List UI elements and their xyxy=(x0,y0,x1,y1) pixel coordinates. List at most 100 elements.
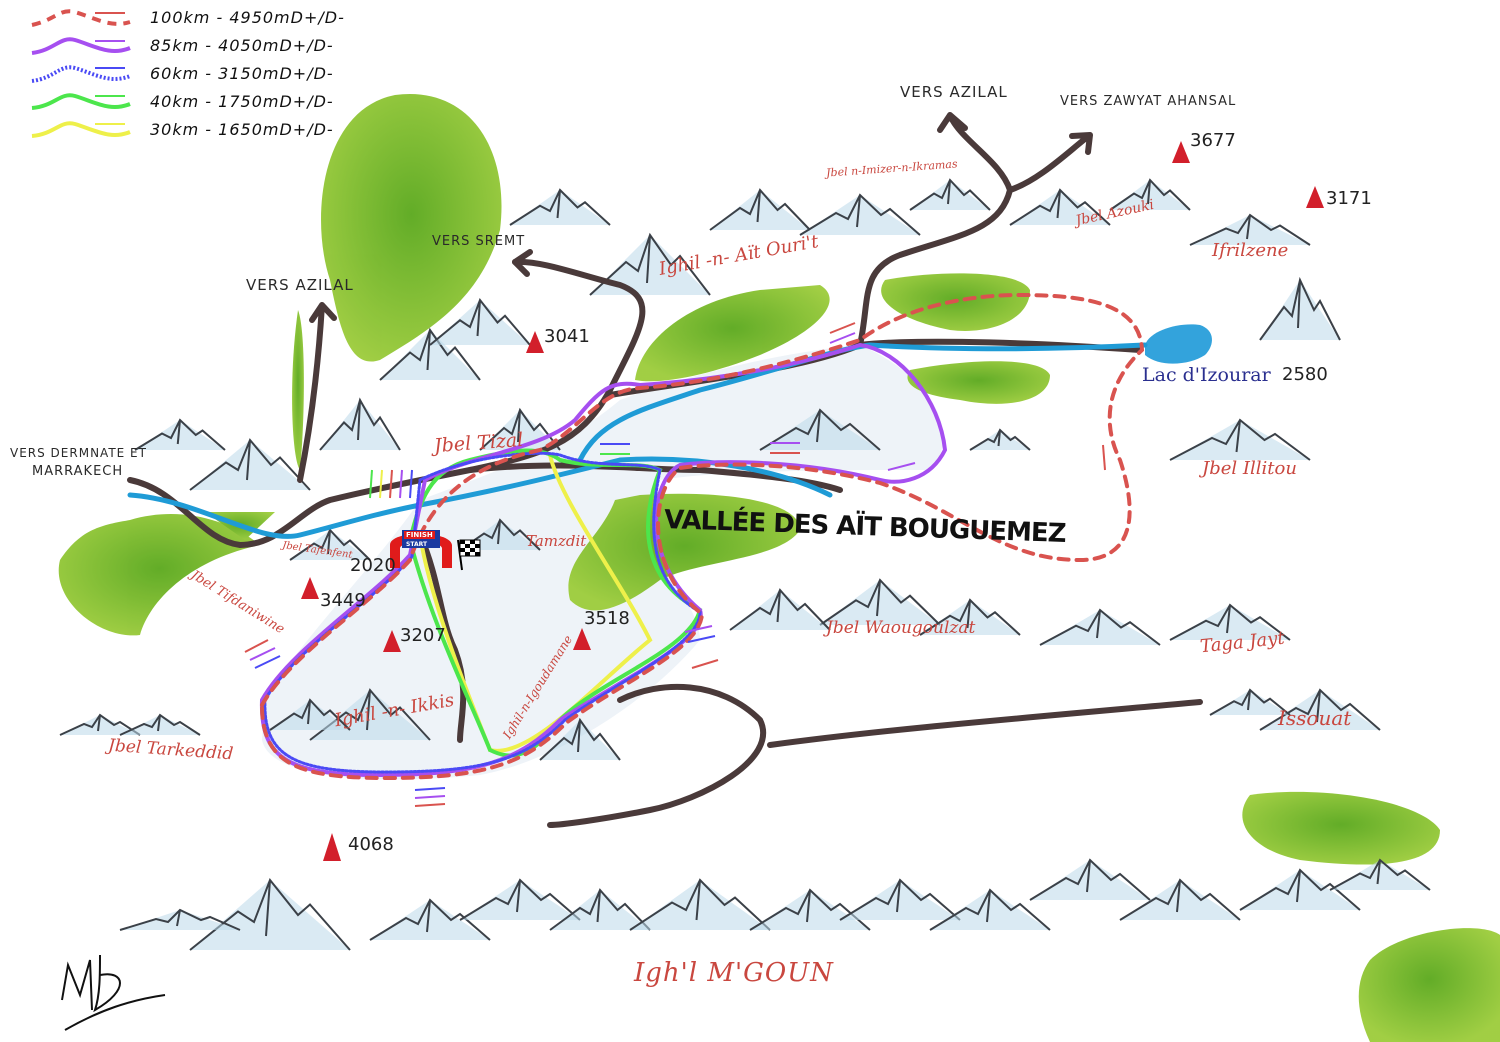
forest-north-center xyxy=(635,285,830,382)
mountain-fill xyxy=(540,720,620,760)
mountain-fill xyxy=(1260,280,1340,340)
altitude-4068: 4068 xyxy=(348,834,394,855)
direction-azilal-west: VERS AZILAL xyxy=(246,276,354,294)
mountain-fill xyxy=(460,880,580,920)
mountain-ridge xyxy=(1169,603,1291,641)
label-illitou: Jbel Illitou xyxy=(1202,458,1297,479)
mountain-fill xyxy=(1240,870,1360,910)
forest-corner xyxy=(1358,928,1500,1042)
mountain-ridge xyxy=(379,327,481,381)
mountain-fill xyxy=(135,420,225,450)
mountain-fill xyxy=(820,580,940,625)
mountains xyxy=(59,178,1431,951)
mountain-fill xyxy=(730,590,830,630)
mountain-ridge xyxy=(759,408,881,451)
mountain-ridge xyxy=(799,193,921,236)
mountain-ridge xyxy=(509,188,611,226)
mountain-fill xyxy=(630,880,770,930)
mountain-fill xyxy=(120,715,200,735)
signature-logo xyxy=(61,954,166,1031)
mountain-ridge xyxy=(269,698,351,731)
mountain-ridge xyxy=(1189,213,1311,246)
forest-strip-west xyxy=(292,310,304,470)
legend-100km: 100km - 4950mD+/D- xyxy=(150,8,345,27)
mountain-fill xyxy=(1330,860,1430,890)
mountain-fill xyxy=(760,410,880,450)
mountain-fill xyxy=(1190,215,1310,245)
mountain-ridge xyxy=(1109,178,1191,211)
summit-icon xyxy=(573,628,591,650)
mountain-ridge xyxy=(319,397,401,451)
label-ifrilzene: Ifrilzene xyxy=(1212,240,1289,261)
direction-marrakech: MARRAKECH xyxy=(32,464,124,479)
mountain-ridge xyxy=(1119,878,1241,921)
mountain-fill xyxy=(60,715,140,735)
mountain-fill xyxy=(510,190,610,225)
mountain-fill xyxy=(1260,690,1380,730)
mountain-fill xyxy=(1120,880,1240,920)
mountain-ridge xyxy=(59,713,141,736)
summit-icon xyxy=(1306,186,1324,208)
finish-label: FINISH xyxy=(404,531,435,539)
legend-40km: 40km - 1750mD+/D- xyxy=(150,92,334,111)
label-tamzdit: Tamzdit xyxy=(526,532,587,550)
mountain-fill xyxy=(1170,605,1290,640)
forest-south-east xyxy=(1242,791,1440,865)
altitude-3041: 3041 xyxy=(544,326,590,347)
mountain-ridge xyxy=(459,878,581,921)
forest-north-balloon xyxy=(321,93,502,362)
route-arrows xyxy=(244,322,1106,807)
mountain-ridge xyxy=(819,578,941,626)
lake-izourar xyxy=(1145,324,1212,364)
mountain-ridge xyxy=(309,688,431,741)
forests xyxy=(58,93,1500,1042)
mountain-ridge xyxy=(589,232,711,296)
mountain-ridge xyxy=(1259,688,1381,731)
summit-icon xyxy=(526,331,544,353)
mountain-fill xyxy=(1170,420,1310,460)
mountain-fill xyxy=(840,880,960,920)
direction-zawyat: VERS ZAWYAT AHANSAL xyxy=(1060,94,1237,109)
mountain-ridge xyxy=(1329,858,1431,891)
mountain-fill xyxy=(190,440,310,490)
mountain-fill xyxy=(590,235,710,295)
label-issouat: Issouat xyxy=(1278,706,1352,730)
mountain-fill xyxy=(1110,180,1190,210)
altitude-3171: 3171 xyxy=(1326,188,1372,209)
mountain-ridge xyxy=(729,588,831,631)
mountain-ridge xyxy=(119,713,201,736)
forest-east-2 xyxy=(907,361,1050,404)
label-mgoun: Igh'l M'GOUN xyxy=(634,958,834,988)
mountain-fill xyxy=(930,890,1050,930)
mountain-fill xyxy=(370,900,490,940)
altitude-lake: 2580 xyxy=(1282,364,1328,385)
summit-icon xyxy=(301,577,319,599)
mountain-ridge xyxy=(1039,608,1161,646)
mountain-ridge xyxy=(429,297,531,346)
mountain-fill xyxy=(320,400,400,450)
mountain-ridge xyxy=(629,878,771,931)
altitude-3207: 3207 xyxy=(400,625,446,646)
summit-icon xyxy=(1172,141,1190,163)
mountain-ridge xyxy=(479,407,561,451)
mountain-fill xyxy=(1040,610,1160,645)
mountain-ridge xyxy=(909,178,991,211)
mountain-ridge xyxy=(929,888,1051,931)
start-label: START xyxy=(406,541,428,548)
mountain-ridge xyxy=(919,598,1021,636)
summit-icon xyxy=(383,630,401,652)
mountain-ridge xyxy=(1209,688,1291,716)
mountain-ridge xyxy=(134,418,226,451)
mountain-fill xyxy=(290,530,370,560)
mountain-ridge xyxy=(1239,868,1361,911)
mountain-ridge xyxy=(119,908,241,931)
mountain-ridge xyxy=(459,518,541,551)
mountain-ridge xyxy=(189,438,311,491)
mountain-fill xyxy=(270,700,350,730)
mountain-ridge xyxy=(189,878,351,951)
direction-azilal-north: VERS AZILAL xyxy=(900,83,1008,101)
mountain-ridge xyxy=(749,888,871,931)
mountain-ridge xyxy=(369,898,491,941)
